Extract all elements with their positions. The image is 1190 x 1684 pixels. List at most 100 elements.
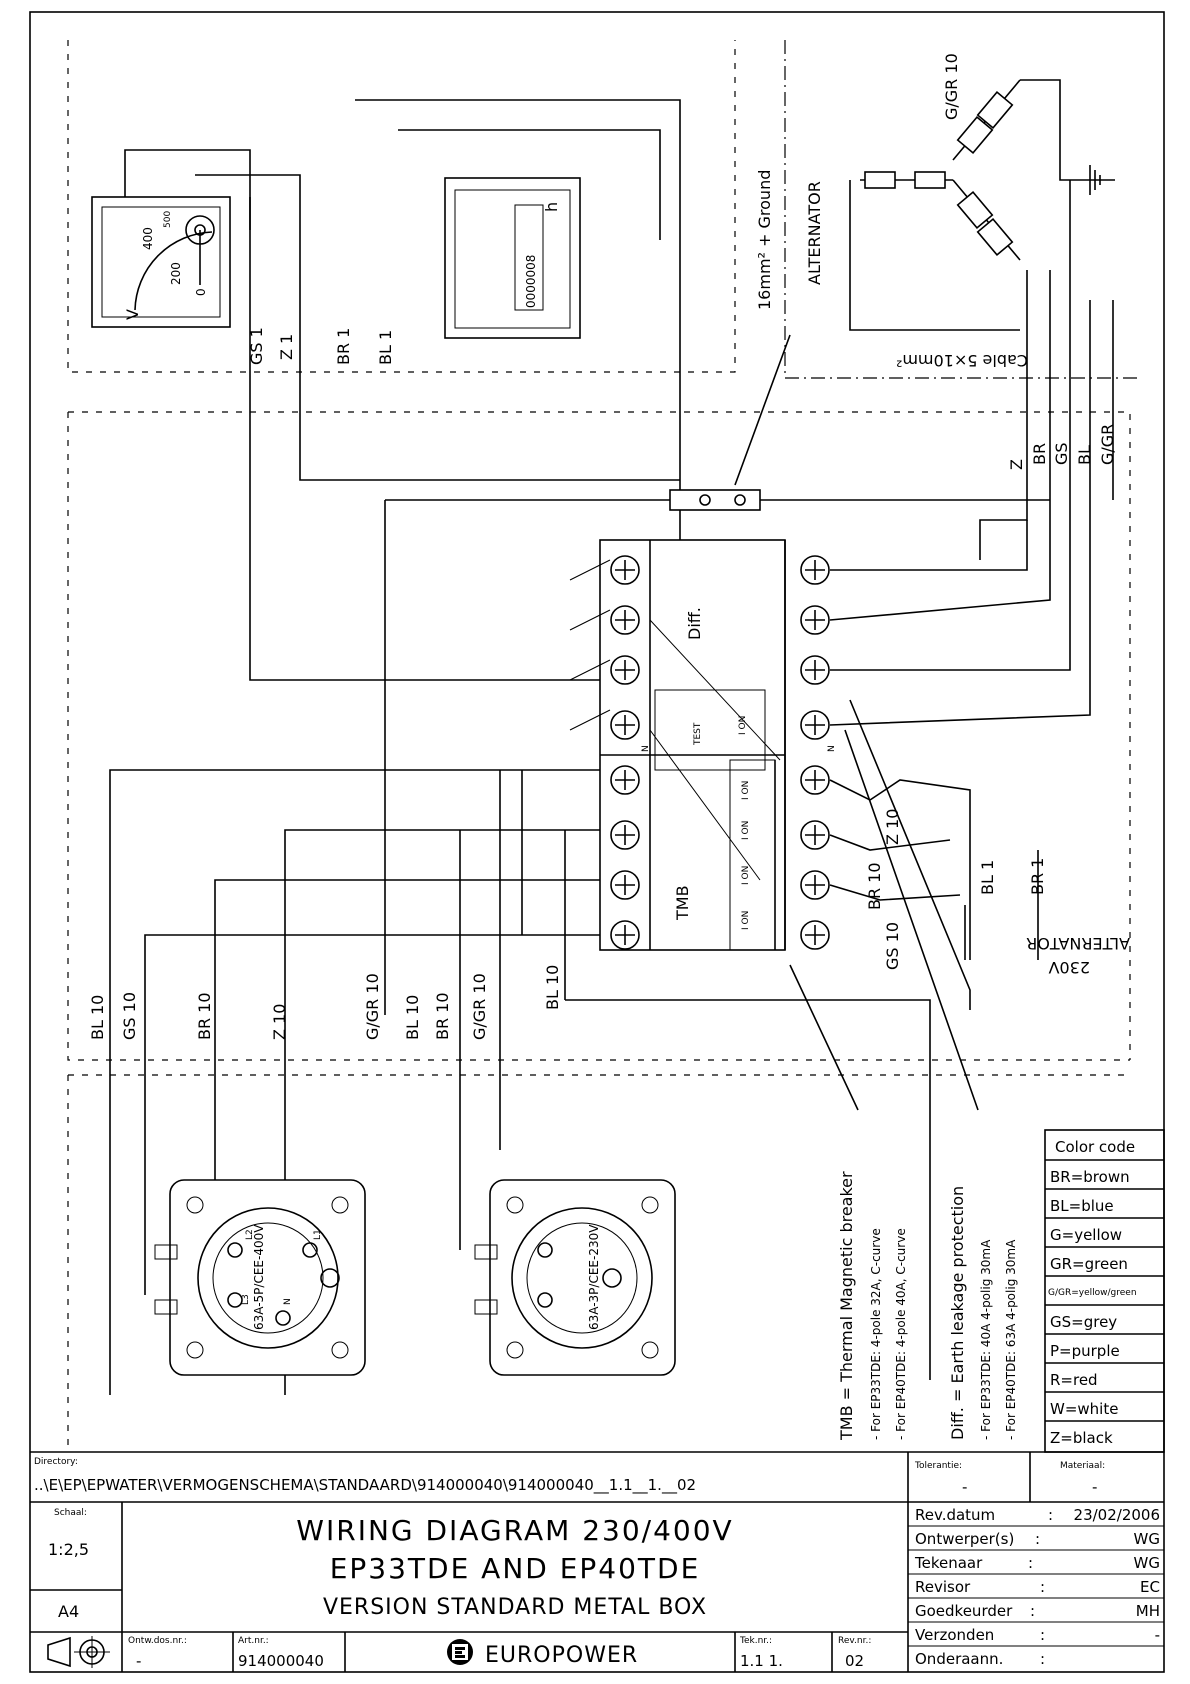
svg-text:GR=green: GR=green xyxy=(1050,1255,1128,1273)
wire-label: BR 1 xyxy=(334,328,353,365)
color-code-title: Color code xyxy=(1055,1138,1135,1156)
drawing-title: WIRING DIAGRAM 230/400V xyxy=(296,1514,733,1547)
pin-label: L3 xyxy=(241,1294,251,1305)
svg-text:G/GR 10: G/GR 10 xyxy=(363,973,382,1040)
svg-text::: : xyxy=(1040,1650,1045,1668)
tek-label: Tek.nr.: xyxy=(739,1636,772,1646)
svg-text:BR=brown: BR=brown xyxy=(1050,1168,1130,1186)
svg-text:Rev.datum: Rev.datum xyxy=(915,1506,995,1524)
svg-text:BR 10: BR 10 xyxy=(433,992,452,1040)
cable-spec-label: Cable 5×10mm² xyxy=(896,351,1028,370)
bottom-wire-labels: BL 10 GS 10 BR 10 Z 10 G/GR 10 BL 10 BR … xyxy=(88,965,562,1040)
tolerantie-label: Tolerantie: xyxy=(914,1461,962,1471)
wire-label: Z 1 xyxy=(277,334,296,360)
svg-text::: : xyxy=(1048,1506,1053,1524)
svg-text:Ontwerper(s): Ontwerper(s) xyxy=(915,1530,1014,1548)
alternator-label: ALTERNATOR xyxy=(805,181,824,285)
svg-text::: : xyxy=(1035,1530,1040,1548)
title-block xyxy=(30,1451,1164,1672)
svg-text:Revisor: Revisor xyxy=(915,1578,971,1596)
pin-label: L2 xyxy=(245,1229,255,1240)
tek-value: 1.1 1. xyxy=(740,1652,783,1670)
svg-text:Verzonden: Verzonden xyxy=(915,1626,994,1644)
format-value: A4 xyxy=(58,1602,79,1621)
note-leader-lines xyxy=(789,729,979,1111)
svg-text:TMB = Thermal Magnetic breaker: TMB = Thermal Magnetic breaker xyxy=(837,1171,856,1441)
terminal-screws-left xyxy=(610,555,640,950)
svg-text:R=red: R=red xyxy=(1050,1371,1098,1389)
alternator-230v-label: ALTERNATOR xyxy=(1026,934,1130,953)
on-label: I ON xyxy=(741,781,751,800)
hour-meter-unit: h xyxy=(542,202,561,212)
svg-text:MH: MH xyxy=(1136,1602,1160,1620)
wire-label: BL xyxy=(1075,445,1094,465)
on-label: I ON xyxy=(741,911,751,930)
svg-text:BL 10: BL 10 xyxy=(543,965,562,1010)
materiaal-label: Materiaal: xyxy=(1060,1461,1105,1471)
drawing-version: VERSION STANDARD METAL BOX xyxy=(323,1595,707,1620)
svg-text::: : xyxy=(1030,1602,1035,1620)
directory-label: Directory: xyxy=(34,1457,78,1467)
svg-text:G=yellow: G=yellow xyxy=(1050,1226,1122,1244)
revision-table: Rev.datum : 23/02/2006 Ontwerper(s) : WG… xyxy=(914,1506,1160,1668)
wire-label: Z 10 xyxy=(883,809,902,845)
svg-text:Z=black: Z=black xyxy=(1050,1429,1113,1447)
svg-text:P=purple: P=purple xyxy=(1050,1342,1120,1360)
alternator-windings xyxy=(849,79,1115,331)
wire-label: BR xyxy=(1030,443,1049,465)
neutral-label: N xyxy=(827,745,837,752)
svg-text:Goedkeurder: Goedkeurder xyxy=(915,1602,1013,1620)
svg-text:Tekenaar: Tekenaar xyxy=(914,1554,983,1572)
rev-label: Rev.nr.: xyxy=(838,1636,871,1646)
wire-label: BR 1 xyxy=(1028,858,1047,895)
breaker-module xyxy=(569,539,786,951)
neutral-label: N xyxy=(641,745,651,752)
svg-text:G/GR 10: G/GR 10 xyxy=(470,973,489,1040)
ontw-label: Ontw.dos.nr.: xyxy=(128,1636,187,1646)
wire-label: BL 1 xyxy=(376,330,395,365)
pin-label: L1 xyxy=(313,1229,323,1240)
wire-label: GS 10 xyxy=(883,922,902,970)
svg-text::: : xyxy=(1040,1578,1045,1596)
enclosure-outlines xyxy=(67,40,1140,1450)
notes: TMB = Thermal Magnetic breaker - For EP3… xyxy=(837,1171,1018,1441)
projection-symbol-icon xyxy=(47,1636,110,1668)
svg-text:G/GR=yellow/green: G/GR=yellow/green xyxy=(1048,1288,1137,1298)
tmb-label: TMB xyxy=(673,885,692,921)
tolerantie-value: - xyxy=(962,1478,967,1496)
svg-text:GS=grey: GS=grey xyxy=(1050,1313,1117,1331)
on-label: I ON xyxy=(741,821,751,840)
meter-tick: 500 xyxy=(163,211,173,228)
wire-label: G/GR 10 xyxy=(942,53,961,120)
svg-text:23/02/2006: 23/02/2006 xyxy=(1074,1506,1160,1524)
wire-label: GS xyxy=(1052,442,1071,465)
svg-text:-: - xyxy=(1155,1626,1160,1644)
on-label: I ON xyxy=(738,716,748,735)
schaal-label: Schaal: xyxy=(54,1508,87,1518)
diff-label: Diff. xyxy=(685,607,704,640)
svg-text::: : xyxy=(1028,1554,1033,1572)
ontw-value: - xyxy=(136,1652,141,1670)
ground-terminal xyxy=(384,334,1050,1015)
meter-tick: 200 xyxy=(169,262,183,285)
svg-text:EC: EC xyxy=(1140,1578,1160,1596)
rev-value: 02 xyxy=(845,1652,864,1670)
svg-text:W=white: W=white xyxy=(1050,1400,1118,1418)
wire-label: G/GR xyxy=(1098,424,1117,465)
materiaal-value: - xyxy=(1092,1478,1097,1496)
svg-text:WG: WG xyxy=(1134,1554,1160,1572)
svg-text:Z 10: Z 10 xyxy=(270,1004,289,1040)
socket-5p-label: 63A-5P/CEE-400V xyxy=(252,1224,266,1330)
sheet-border xyxy=(29,11,1165,1673)
svg-text:BR 10: BR 10 xyxy=(195,992,214,1040)
alternator-230v-wires xyxy=(964,850,1039,960)
hour-meter-value: 0000008 xyxy=(524,255,538,308)
pin-label: N xyxy=(283,1298,293,1305)
ground-cable-label: 16mm² + Ground xyxy=(755,170,774,310)
alternator-voltage-label: 230V xyxy=(1048,958,1090,977)
feeder-wires xyxy=(109,769,931,1395)
svg-text:- For EP40TDE: 63A 4-polig 30m: - For EP40TDE: 63A 4-polig 30mA xyxy=(1004,1239,1018,1440)
wire-label: Z xyxy=(1007,459,1026,470)
art-value: 914000040 xyxy=(238,1652,324,1670)
